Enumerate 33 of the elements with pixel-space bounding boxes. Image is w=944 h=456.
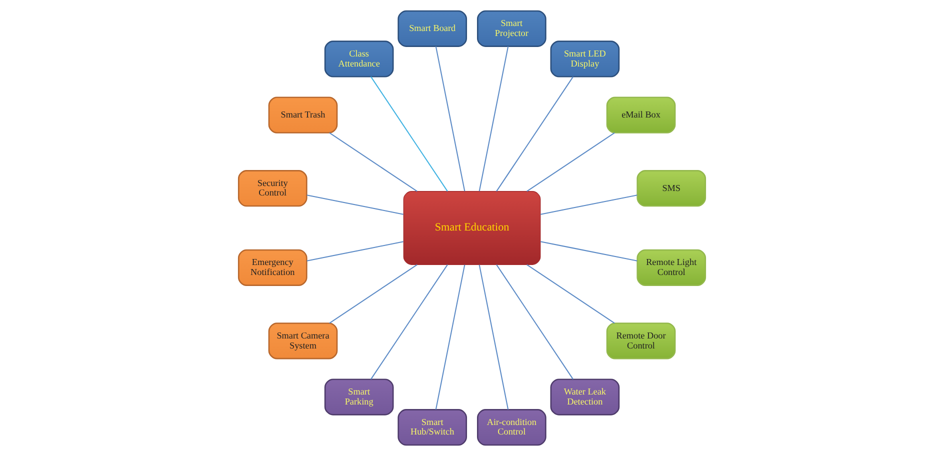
node-box: Air-condition Control bbox=[476, 409, 546, 446]
connector bbox=[306, 194, 404, 215]
connector bbox=[526, 132, 615, 192]
connector bbox=[496, 264, 574, 380]
node-box: Smart Camera System bbox=[268, 322, 338, 360]
connector bbox=[370, 264, 448, 380]
connector bbox=[496, 76, 574, 192]
node-box: Water Leak Detection bbox=[550, 378, 620, 416]
connector bbox=[370, 76, 448, 192]
connector bbox=[435, 46, 466, 192]
node-box: Security Control bbox=[238, 170, 308, 207]
node-box: Emergency Notification bbox=[238, 249, 308, 286]
connector bbox=[306, 241, 404, 262]
node-box: Class Attendance bbox=[324, 40, 394, 78]
node-box: Smart Education bbox=[403, 191, 541, 265]
node-box: Remote Light Control bbox=[636, 249, 706, 286]
node-box: Smart Parking bbox=[324, 378, 394, 416]
node-box: Smart Projector bbox=[476, 10, 546, 47]
connector bbox=[540, 241, 638, 262]
node-box: Smart LED Display bbox=[550, 40, 620, 78]
node-box: eMail Box bbox=[606, 96, 676, 134]
node-box: Smart Trash bbox=[268, 96, 338, 134]
node-box: Smart Board bbox=[398, 10, 468, 47]
connector bbox=[526, 264, 615, 324]
node-box: Remote Door Control bbox=[606, 322, 676, 360]
connector bbox=[478, 264, 509, 410]
node-box: Smart Hub/Switch bbox=[398, 409, 468, 446]
connector bbox=[329, 132, 418, 192]
connector bbox=[478, 46, 509, 192]
node-box: SMS bbox=[636, 170, 706, 207]
connector bbox=[540, 194, 638, 215]
connector bbox=[329, 264, 418, 324]
connector bbox=[435, 264, 466, 410]
